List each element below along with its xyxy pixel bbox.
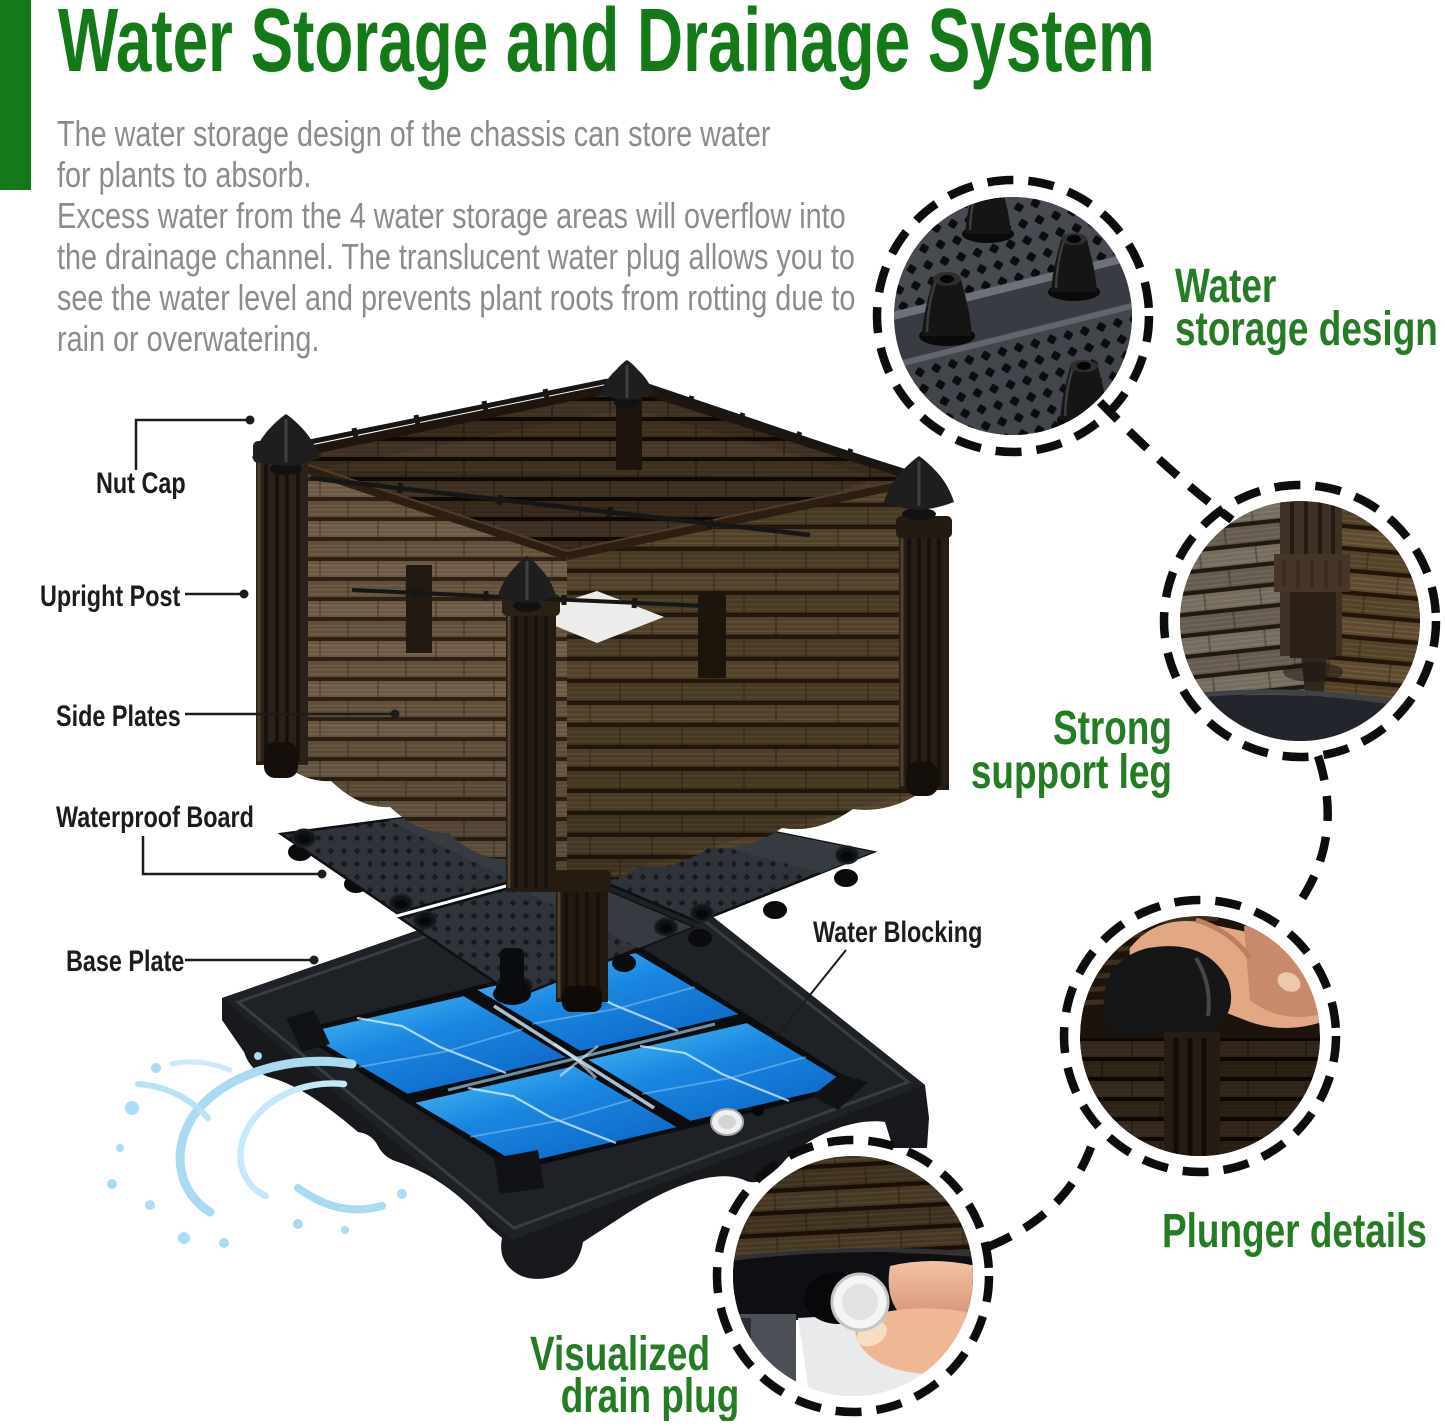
svg-text:Visualized: Visualized	[530, 1327, 710, 1381]
svg-text:for plants to absorb.: for plants to absorb.	[57, 154, 311, 195]
svg-text:Waterproof Board: Waterproof Board	[56, 800, 254, 833]
svg-text:Upright Post: Upright Post	[40, 579, 180, 612]
svg-text:see the water level and preven: see the water level and prevents plant r…	[57, 277, 855, 318]
svg-text:Side Plates: Side Plates	[56, 699, 181, 732]
svg-text:storage design: storage design	[1175, 302, 1438, 356]
svg-text:rain or overwatering.: rain or overwatering.	[57, 318, 319, 359]
svg-text:Excess water from the 4 water: Excess water from the 4 water storage ar…	[57, 195, 846, 236]
svg-text:Plunger details: Plunger details	[1162, 1204, 1427, 1258]
svg-text:Nut Cap: Nut Cap	[96, 466, 186, 499]
svg-text:the drainage channel. The tran: the drainage channel. The translucent wa…	[57, 236, 855, 277]
svg-text:The water storage design of th: The water storage design of the chassis …	[57, 113, 771, 154]
svg-text:Base Plate: Base Plate	[66, 944, 184, 977]
svg-text:Water Blocking: Water Blocking	[813, 915, 982, 948]
svg-text:drain plug: drain plug	[561, 1369, 740, 1421]
svg-text:Strong: Strong	[1053, 701, 1172, 755]
svg-text:Water Storage and Drainage Sys: Water Storage and Drainage System	[58, 0, 1155, 91]
svg-text:support leg: support leg	[971, 745, 1172, 799]
svg-text:Water: Water	[1175, 259, 1277, 313]
